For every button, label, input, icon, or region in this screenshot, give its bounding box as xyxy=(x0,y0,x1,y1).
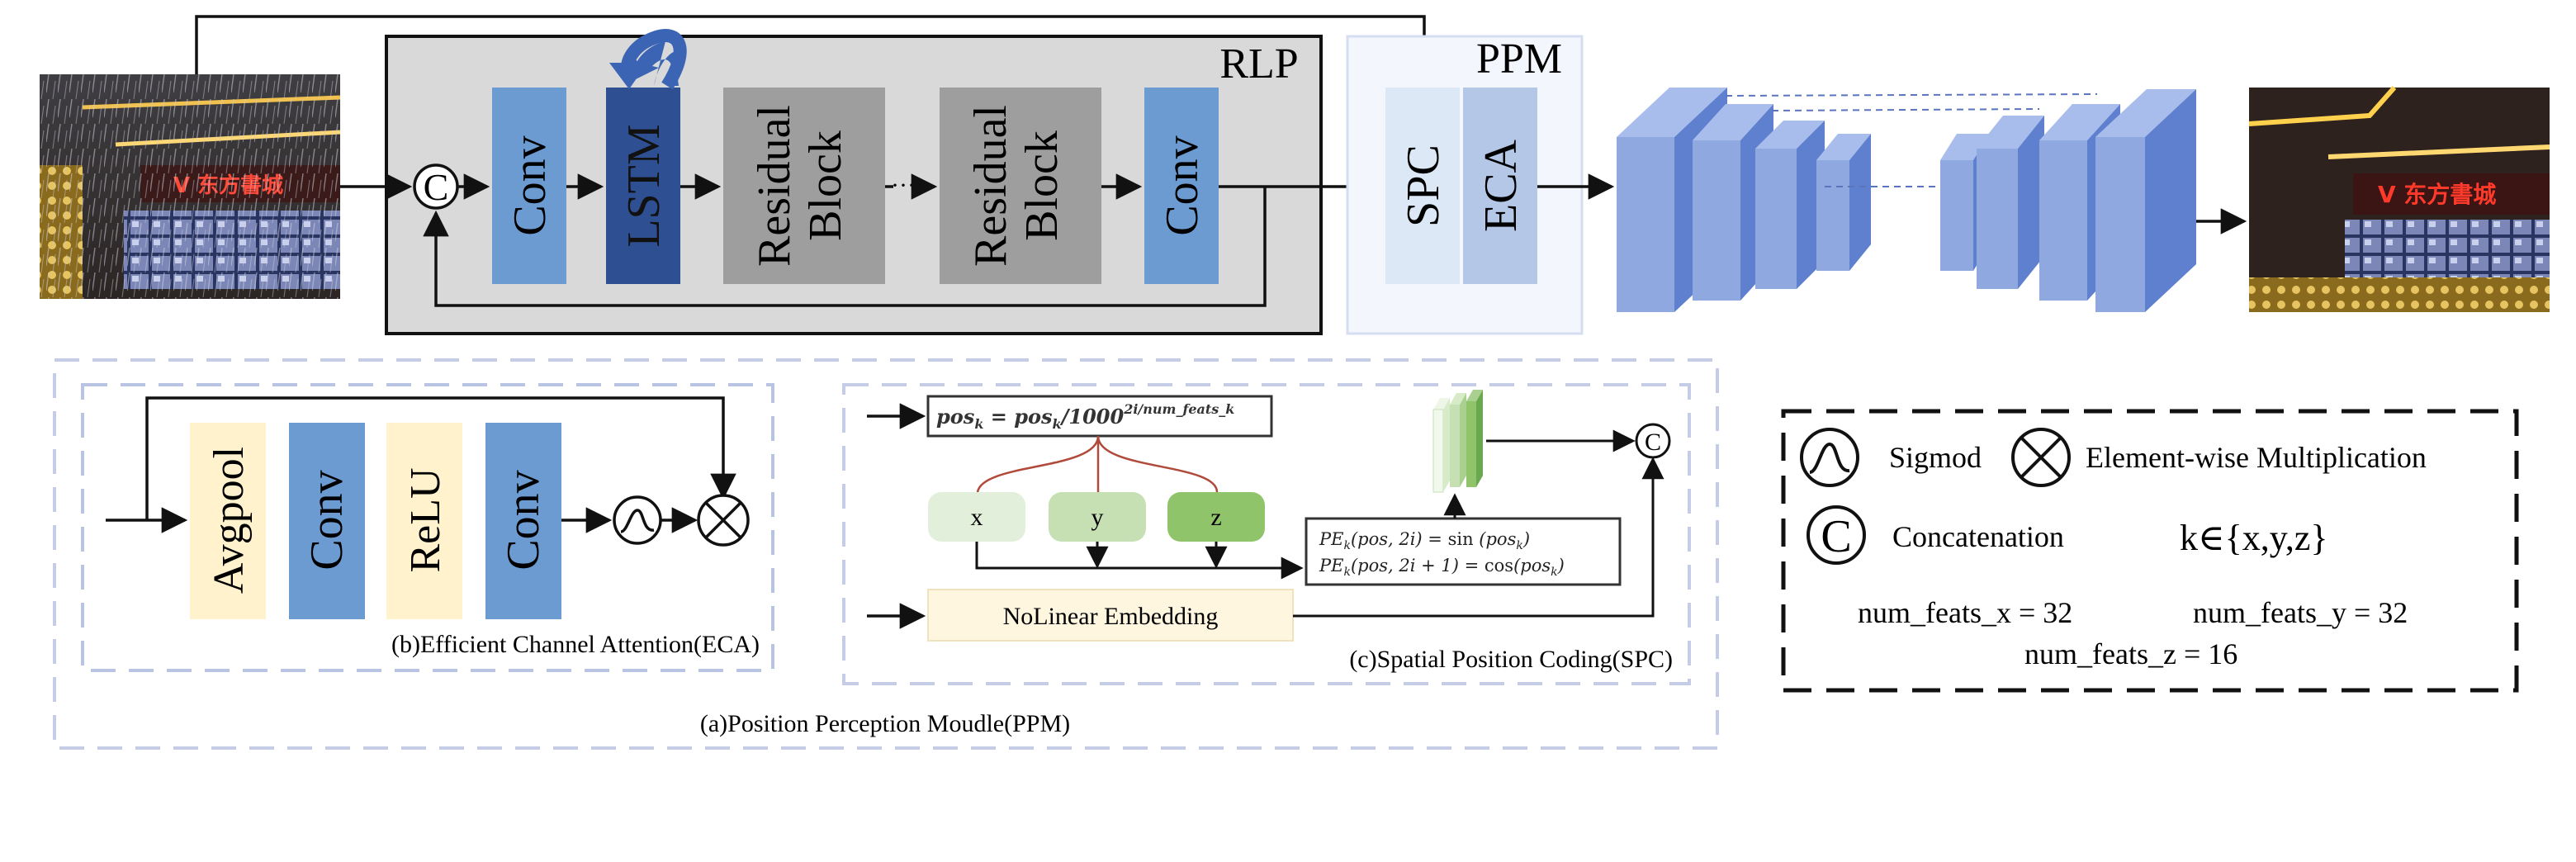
ppm-eca-block xyxy=(1463,88,1537,284)
multiply-icon xyxy=(697,494,750,547)
ppm-eca-label: ECA xyxy=(1475,139,1527,232)
eca-skip-arrow xyxy=(145,396,736,520)
spc-coord-z xyxy=(1167,492,1265,542)
concat-circle-spc: C xyxy=(1635,423,1671,459)
spc-formula-cos: PEk(pos, 2i + 1) = cos(posk) xyxy=(1319,556,1565,579)
rlp-residual-block-1-label: ResidualBlock xyxy=(749,105,851,267)
rlp-lstm-block xyxy=(606,88,680,284)
arrow-embedding-to-concat xyxy=(1293,457,1664,618)
ppm-spc-block xyxy=(1385,88,1460,284)
spc-embedding-label: NoLinear Embedding xyxy=(1003,603,1219,630)
rlp-conv1-block xyxy=(492,88,566,284)
spc-coord-z-label: z xyxy=(1210,504,1221,531)
eca-detail-outline xyxy=(81,383,774,672)
spc-coord-x-label: x xyxy=(971,504,983,531)
ppm-caption: (a)Position Perception Moudle(PPM) xyxy=(700,710,1070,737)
legend-box xyxy=(1781,409,2519,693)
svg-text:C: C xyxy=(424,166,449,208)
legend-feats-x: num_feats_x = 32 xyxy=(1858,596,2072,629)
rlp-ellipsis: ····· xyxy=(891,172,932,199)
unet-decoder-block-4 xyxy=(2095,89,2196,312)
unet-backbone xyxy=(1617,88,2196,312)
ppm-title: PPM xyxy=(1476,36,1562,83)
rlp-conv2-label: Conv xyxy=(1157,135,1208,235)
legend-k-set: k∈{x,y,z} xyxy=(2180,518,2327,558)
spc-branch-lines xyxy=(976,435,1219,493)
eca-conv2-block xyxy=(485,423,561,619)
unet-skip-1 xyxy=(1725,93,2098,97)
eca-relu-block xyxy=(386,423,462,619)
unet-skip-2 xyxy=(1771,108,2040,111)
eca-conv1-block xyxy=(289,423,365,619)
legend-sigmoid-label: Sigmod xyxy=(1889,441,1982,474)
unet-decoder-block-2 xyxy=(1977,116,2044,289)
spc-detail-outline xyxy=(842,383,1691,685)
output-clear-image: V 东方書城 xyxy=(2248,86,2550,312)
eca-caption: (b)Efficient Channel Attention(ECA) xyxy=(391,631,760,658)
rlp-residual-block-2-label: ResidualBlock xyxy=(965,105,1068,267)
unet-encoder-block-3 xyxy=(1755,121,1825,289)
spc-formula-box xyxy=(926,395,1273,438)
rlp-lstm-label: LSTM xyxy=(618,124,670,247)
arrow-coords-to-pe xyxy=(975,542,1304,580)
sigmoid-icon xyxy=(613,495,662,545)
eca-relu-label: ReLU xyxy=(402,467,449,572)
ppm-spc-label: SPC xyxy=(1398,144,1449,227)
svg-text:V 东方書城: V 东方書城 xyxy=(2378,181,2496,208)
svg-text:ResidualBlock: ResidualBlock xyxy=(965,105,1068,267)
unet-encoder-block-1 xyxy=(1617,88,1727,312)
svg-text:ResidualBlock: ResidualBlock xyxy=(749,105,851,267)
spc-embedding-block xyxy=(927,589,1294,642)
spc-coord-x xyxy=(928,492,1025,542)
unet-encoder-block-4 xyxy=(1816,134,1871,271)
spc-formula-top: posk = posk/10002i/num_feats_k xyxy=(936,401,1234,432)
rlp-residual-block-2 xyxy=(940,88,1101,284)
eca-avgpool-block xyxy=(190,423,266,619)
spc-coord-y-label: y xyxy=(1091,504,1104,531)
rlp-residual-block-1 xyxy=(723,88,885,284)
concat-circle-rlp: C xyxy=(413,163,459,210)
legend-feats-z: num_feats_z = 16 xyxy=(2024,637,2237,670)
svg-text:C: C xyxy=(1645,429,1661,456)
eca-conv1-label: Conv xyxy=(301,470,353,570)
rlp-conv1-label: Conv xyxy=(504,135,556,235)
lstm-recurrence-arrow xyxy=(629,41,681,86)
eca-avgpool-label: Avgpool xyxy=(206,447,253,594)
svg-text:C: C xyxy=(1821,511,1851,562)
rlp-conv2-block xyxy=(1144,88,1219,284)
rlp-feedback-loop xyxy=(423,187,1267,307)
input-rainy-image: V 东方書城 xyxy=(40,74,341,299)
rlp-title: RLP xyxy=(1219,40,1298,88)
legend-concat-icon: C xyxy=(1807,505,1866,565)
legend-concat-label: Concatenation xyxy=(1892,520,2064,553)
legend-mult-label: Element-wise Multiplication xyxy=(2086,441,2427,474)
spc-caption: (c)Spatial Position Coding(SPC) xyxy=(1349,646,1673,673)
legend-feats-y: num_feats_y = 32 xyxy=(2193,596,2408,629)
eca-conv2-label: Conv xyxy=(498,470,549,570)
legend-multiply-icon xyxy=(2011,428,2071,487)
legend-sigmoid-icon xyxy=(1800,428,1859,487)
spc-formula-sin: PEk(pos, 2i) = sin (posk) xyxy=(1319,529,1530,552)
spc-coord-y xyxy=(1049,492,1146,542)
spc-feature-stack xyxy=(1432,390,1483,493)
spc-pe-formula-box xyxy=(1305,517,1622,586)
